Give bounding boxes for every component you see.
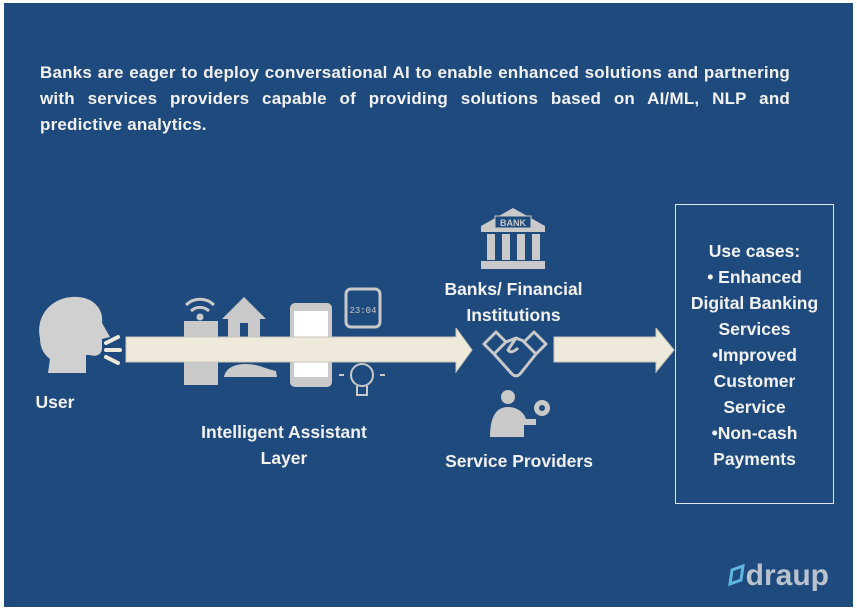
use-case-line: Payments xyxy=(713,449,796,469)
diagram-panel: Banks are eager to deploy conversational… xyxy=(4,3,853,607)
use-cases-box: Use cases: • Enhanced Digital Banking Se… xyxy=(675,204,834,504)
providers-label: Service Providers xyxy=(445,451,593,471)
use-case-line: •Non-cash xyxy=(711,423,798,443)
use-case-line: Customer xyxy=(713,371,796,391)
flow-arrow-2 xyxy=(553,328,675,373)
car-icon xyxy=(224,364,277,377)
watch-time: 23:04 xyxy=(349,306,376,316)
use-case-line: Services xyxy=(718,319,791,339)
banks-label-line: Institutions xyxy=(466,305,561,325)
bank-sign: BANK xyxy=(500,218,526,228)
user-label: User xyxy=(35,392,75,412)
intro-text: Banks are eager to deploy conversational… xyxy=(40,63,790,134)
flow-arrow-1 xyxy=(125,328,473,373)
assistant-label-line: Intelligent Assistant xyxy=(201,422,367,442)
handshake-icon xyxy=(482,330,548,378)
logo-text: draup xyxy=(745,559,829,592)
use-case-line: Digital Banking xyxy=(690,293,819,313)
service-provider-icon xyxy=(490,390,550,437)
use-cases-text: Use cases: • Enhanced Digital Banking Se… xyxy=(676,238,833,472)
assistant-label: Intelligent Assistant Layer xyxy=(164,419,404,471)
draup-logo-mark-icon xyxy=(727,564,745,587)
use-case-line: Service xyxy=(723,397,786,417)
speaking-head-icon xyxy=(39,296,122,373)
home-icon xyxy=(222,297,266,337)
banks-label: Banks/ Financial Institutions xyxy=(426,276,601,328)
use-cases-title: Use cases: xyxy=(708,241,801,261)
banks-label-line: Banks/ Financial xyxy=(444,279,583,299)
use-case-line: • Enhanced xyxy=(707,267,802,287)
bank-icon: BANK xyxy=(481,208,545,269)
draup-logo: draup xyxy=(726,559,829,593)
smartwatch-icon xyxy=(344,287,382,329)
wifi-icon xyxy=(184,297,216,321)
use-case-line: •Improved xyxy=(712,345,797,365)
assistant-label-line: Layer xyxy=(260,448,308,468)
